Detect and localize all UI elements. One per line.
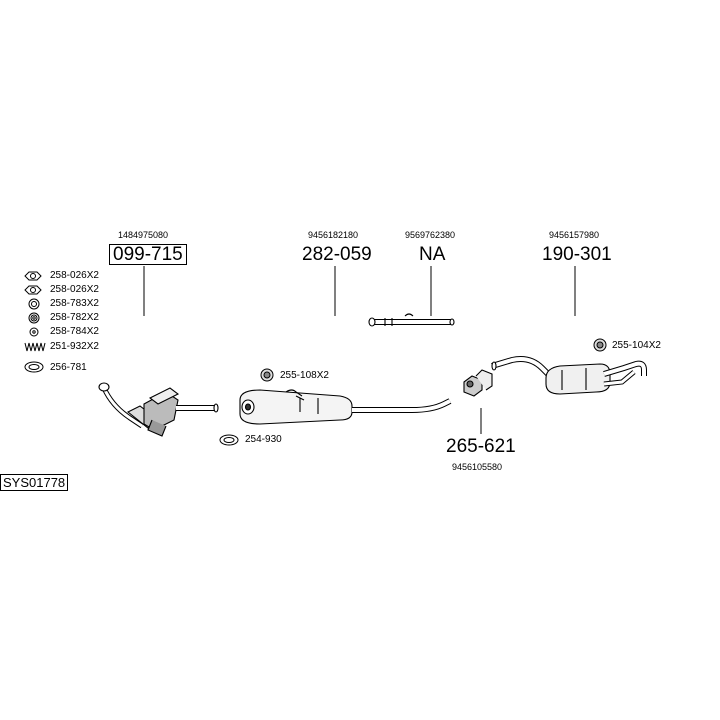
lock-nut-icon <box>28 312 40 324</box>
rear-silencer-drawing <box>491 356 647 395</box>
legend-label: 258-782X2 <box>50 312 99 323</box>
bracket-part-number[interactable]: 265-621 <box>446 436 516 457</box>
ring-icon <box>29 327 39 337</box>
washer-icon <box>28 298 40 310</box>
middle-silencer-oem-number: 9456182180 <box>308 230 359 240</box>
system-code: SYS01778 <box>0 474 69 491</box>
intermediate-pipe-part-number[interactable]: NA <box>419 244 446 265</box>
bracket-drawing <box>463 369 493 397</box>
legend-label: 256-781 <box>50 362 87 373</box>
catalyst-assembly <box>98 382 219 437</box>
legend-label: 258-783X2 <box>50 298 99 309</box>
spring-icon <box>24 342 46 352</box>
legend-label: 258-026X2 <box>50 270 99 281</box>
legend-label: 258-784X2 <box>50 326 99 337</box>
rear-silencer-part-number[interactable]: 190-301 <box>542 244 612 265</box>
legend-label: 251-932X2 <box>50 341 99 352</box>
nut-icon <box>24 285 42 295</box>
mount-rear-label: 255-104X2 <box>612 340 661 351</box>
mount-middle-label: 255-108X2 <box>280 370 329 381</box>
nut-icon <box>24 271 42 281</box>
catalyst-oem-number: 1484975080 <box>118 230 169 240</box>
clamp-icon <box>219 434 239 446</box>
legend-label: 258-026X2 <box>50 284 99 295</box>
catalyst-part-number[interactable]: 099-715 <box>109 244 187 265</box>
middle-silencer-part-number[interactable]: 282-059 <box>302 244 372 265</box>
intermediate-pipe-drawing <box>368 313 455 327</box>
middle-silencer-drawing <box>239 389 452 425</box>
bracket-oem-number: 9456105580 <box>452 462 503 472</box>
rubber-mount-icon <box>260 368 274 382</box>
legend-icons <box>24 271 46 373</box>
intermediate-pipe-oem-number: 9569762380 <box>405 230 456 240</box>
rubber-mount-icon <box>593 338 607 352</box>
gasket-icon <box>24 361 44 373</box>
rear-silencer-oem-number: 9456157980 <box>549 230 600 240</box>
clamp-label: 254-930 <box>245 434 282 445</box>
